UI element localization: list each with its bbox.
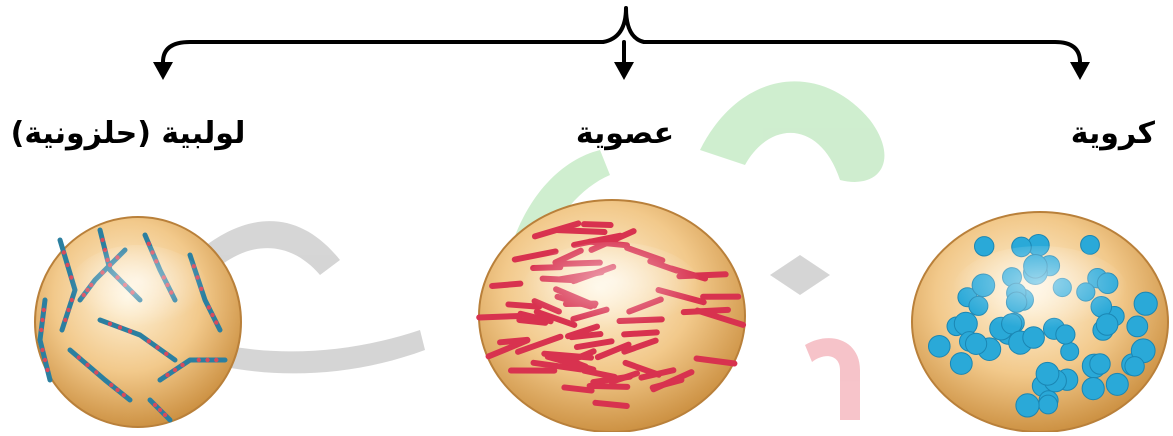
spirillum-dot: [45, 368, 49, 372]
bracket-top-curl: [603, 8, 644, 42]
coccus-cell: [1090, 354, 1110, 374]
spirillum-dot: [39, 328, 43, 332]
coccus-cell: [966, 333, 987, 354]
coccus-cell: [1125, 357, 1144, 376]
bracket-line-right: [644, 42, 1080, 70]
bacillus-cell: [584, 224, 611, 225]
spirillum-dot: [205, 358, 209, 362]
spirillum-dot: [158, 408, 162, 412]
coccus-cell: [1081, 236, 1100, 255]
coccus-cell: [1061, 343, 1079, 361]
bacillus-cell: [479, 316, 520, 317]
spirillum-dot: [40, 348, 44, 352]
spirillum-dot: [155, 345, 159, 349]
spirillum-dot: [43, 358, 47, 362]
coccus-cell: [1134, 292, 1157, 315]
spirillum-dot: [197, 358, 201, 362]
arrow-center-icon: [614, 62, 634, 80]
arrow-left-icon: [153, 62, 173, 80]
label-bacilli: عصوية: [520, 116, 730, 151]
bacillus-cell: [492, 284, 520, 286]
coccus-cell: [1127, 316, 1148, 337]
coccus-cell: [1016, 394, 1039, 417]
spirillum-dot: [65, 263, 69, 267]
spirillum-dot: [147, 339, 151, 343]
classification-bracket: [163, 8, 1080, 70]
label-cocci: كروية: [1071, 116, 1155, 151]
spirillum-dot: [85, 363, 89, 367]
coccus-cell: [1036, 362, 1059, 385]
label-spirilla: لولبية (حلزونية): [10, 116, 246, 151]
coccus-cell: [975, 237, 994, 256]
dish-bacilli: [479, 200, 745, 432]
spirillum-dot: [66, 308, 70, 312]
spirillum-dot: [180, 363, 184, 367]
spirillum-dot: [77, 355, 81, 359]
spirillum-dot: [164, 352, 168, 356]
arrow-right-icon: [1070, 62, 1090, 80]
spirillum-dot: [94, 370, 98, 374]
spirillum-dot: [214, 320, 218, 324]
coccus-cell: [1082, 378, 1104, 400]
spirillum-dot: [115, 388, 119, 392]
spirillum-dot: [210, 313, 214, 317]
spirillum-dot: [63, 318, 67, 322]
dish-spirilla: [35, 217, 241, 427]
spirillum-dot: [42, 308, 46, 312]
spirillum-dot: [109, 383, 113, 387]
spirillum-dot: [207, 305, 211, 309]
dish-cocci: [912, 212, 1168, 432]
bacillus-cell: [595, 403, 626, 406]
bacillus-cell: [590, 386, 628, 387]
coccus-cell: [929, 336, 951, 358]
coccus-cell: [950, 353, 972, 375]
bracket-line-left: [163, 42, 603, 70]
bacillus-cell: [544, 354, 591, 358]
spirillum-dot: [163, 413, 167, 417]
spirillum-dot: [62, 250, 66, 254]
spirillum-dot: [214, 358, 218, 362]
bacillus-cell: [500, 340, 527, 342]
spirillum-dot: [122, 393, 126, 397]
spirillum-dot: [147, 242, 151, 246]
spirillum-dot: [100, 238, 104, 242]
coccus-cell: [1039, 395, 1058, 414]
arrowheads: [153, 62, 1090, 80]
spirillum-dot: [173, 368, 177, 372]
spirillum-dot: [40, 318, 44, 322]
spirillum-dot: [165, 373, 169, 377]
coccus-cell: [1106, 373, 1128, 395]
spirillum-dot: [153, 403, 157, 407]
